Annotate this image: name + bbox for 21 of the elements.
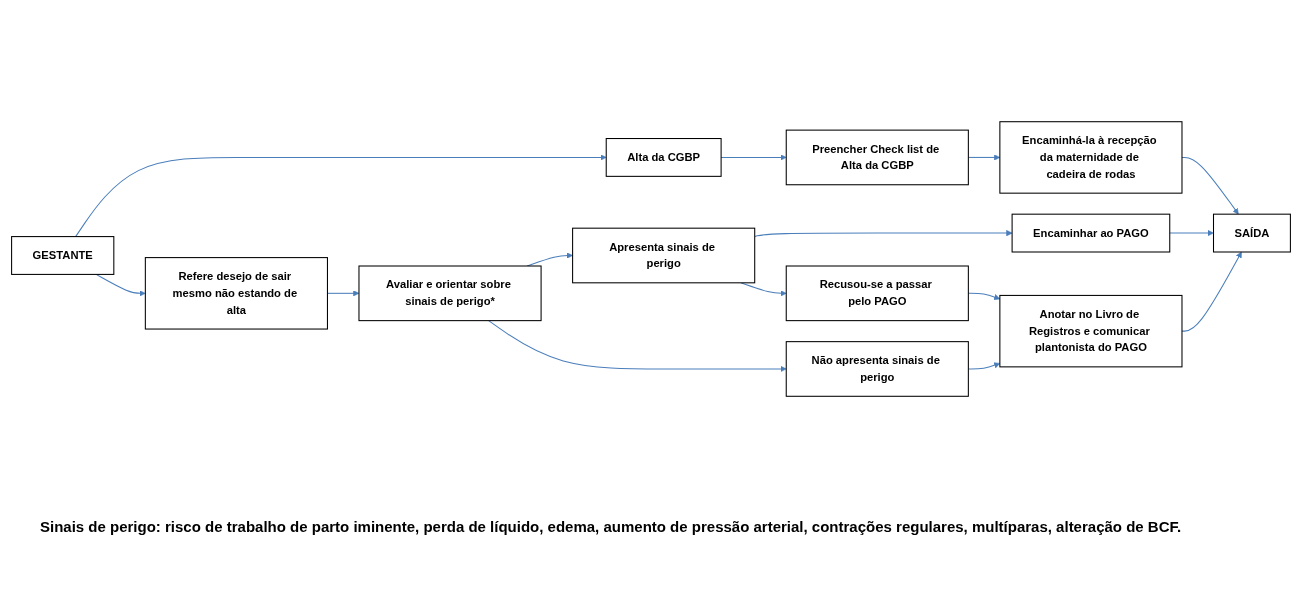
node-box: Refere desejo de sair mesmo não estando de alta: [144, 257, 328, 330]
arrow: [754, 230, 1013, 237]
arrow: [95, 273, 146, 297]
node-box: Recusou-se a passar pelo PAGO: [785, 265, 969, 322]
node-box: SAÍDA: [1212, 213, 1291, 253]
arrow: [740, 282, 787, 297]
node-box: Encaminhá-la à recepção da maternidade de cadeira de rodas: [999, 121, 1183, 194]
arrow: [1181, 156, 1239, 215]
node-box: Avaliar e orientar sobre sinais de perigo*: [358, 265, 542, 322]
node-box: Não apresenta sinais de perigo: [785, 341, 969, 397]
node-box: GESTANTE: [11, 236, 115, 275]
node-box: Encaminhar ao PAGO: [1011, 213, 1171, 253]
arrow: [1181, 251, 1242, 332]
arrow: [75, 154, 607, 238]
arrow: [1169, 230, 1214, 237]
node-box: Preencher Check list de Alta da CGBP: [785, 129, 969, 186]
footnote: Sinais de perigo: risco de trabalho de parto iminente, perda de líquido, edema, aumento de pressão arterial, contrações regulares, multíparas, alteração de BCF.: [40, 518, 1183, 535]
arrow: [488, 320, 787, 373]
node-box: Alta da CGBP: [605, 138, 722, 177]
node-box: Apresenta sinais de perigo: [572, 227, 756, 284]
node-box: Anotar no Livro de Registros e comunicar plantonista do PAGO: [999, 294, 1183, 368]
